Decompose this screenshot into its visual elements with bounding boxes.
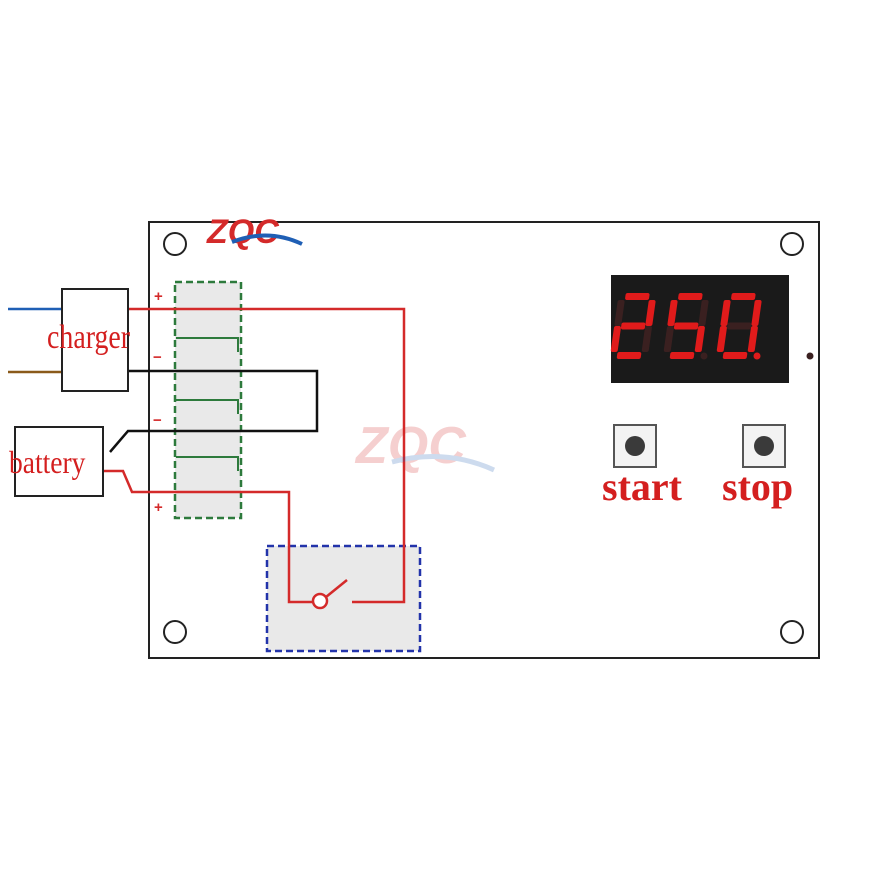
svg-text:ZQC: ZQC — [206, 213, 279, 251]
charger-label: charger — [47, 319, 131, 356]
terminal-mark-2: − — [153, 349, 162, 366]
led-segment — [645, 300, 656, 326]
mounting-hole-icon — [163, 232, 187, 256]
brand-logo-swoosh-icon — [231, 233, 303, 246]
start-button-body — [613, 424, 657, 468]
led-decimal-point — [806, 352, 814, 360]
led-segment — [747, 326, 758, 352]
svg-text:ZQC: ZQC — [354, 417, 467, 475]
start-button[interactable] — [613, 424, 657, 468]
wire-battery-positive — [103, 469, 313, 604]
led-segment — [726, 322, 752, 330]
stop-button-cap — [754, 436, 774, 456]
switch-pivot-icon — [311, 592, 329, 610]
led-segment — [751, 300, 762, 326]
terminal-mark-4: + — [154, 499, 163, 516]
mounting-hole-icon — [780, 232, 804, 256]
led-segment — [625, 293, 650, 300]
wire-charger-positive — [128, 307, 406, 604]
terminal-mark-1: + — [154, 288, 163, 305]
led-segment — [610, 326, 621, 352]
led-segment — [641, 326, 652, 352]
led-segment — [667, 300, 678, 326]
switch-lever — [325, 579, 348, 598]
stop-button[interactable] — [742, 424, 786, 468]
led-segment — [616, 352, 642, 359]
terminal-mark-3: − — [153, 412, 162, 429]
led-segment — [731, 293, 756, 300]
led-segment — [678, 293, 703, 300]
start-label: start — [602, 464, 682, 509]
watermark-logo: ZQC — [354, 417, 496, 475]
led-segment — [698, 300, 709, 326]
brand-logo: ZQC — [206, 213, 303, 251]
mounting-hole-icon — [780, 620, 804, 644]
led-segment — [720, 300, 731, 326]
led-segment — [614, 300, 625, 326]
battery-box — [14, 426, 104, 497]
battery-label: battery — [9, 444, 86, 480]
stop-label: stop — [722, 464, 794, 509]
led-decimal-point — [700, 352, 708, 360]
led-digits — [610, 293, 814, 360]
start-button-cap — [625, 436, 645, 456]
wire-charger-negative — [109, 369, 319, 453]
led-segment — [663, 326, 674, 352]
led-segment — [620, 322, 646, 330]
relay-box — [265, 544, 422, 653]
led-segment — [673, 322, 699, 330]
charger-box — [61, 288, 129, 392]
led-segment — [669, 352, 695, 359]
led-segment — [722, 352, 748, 359]
led-decimal-point — [753, 352, 761, 360]
led-segment — [694, 326, 705, 352]
mounting-hole-icon — [163, 620, 187, 644]
led-segment — [716, 326, 727, 352]
terminal-screws — [176, 337, 239, 471]
